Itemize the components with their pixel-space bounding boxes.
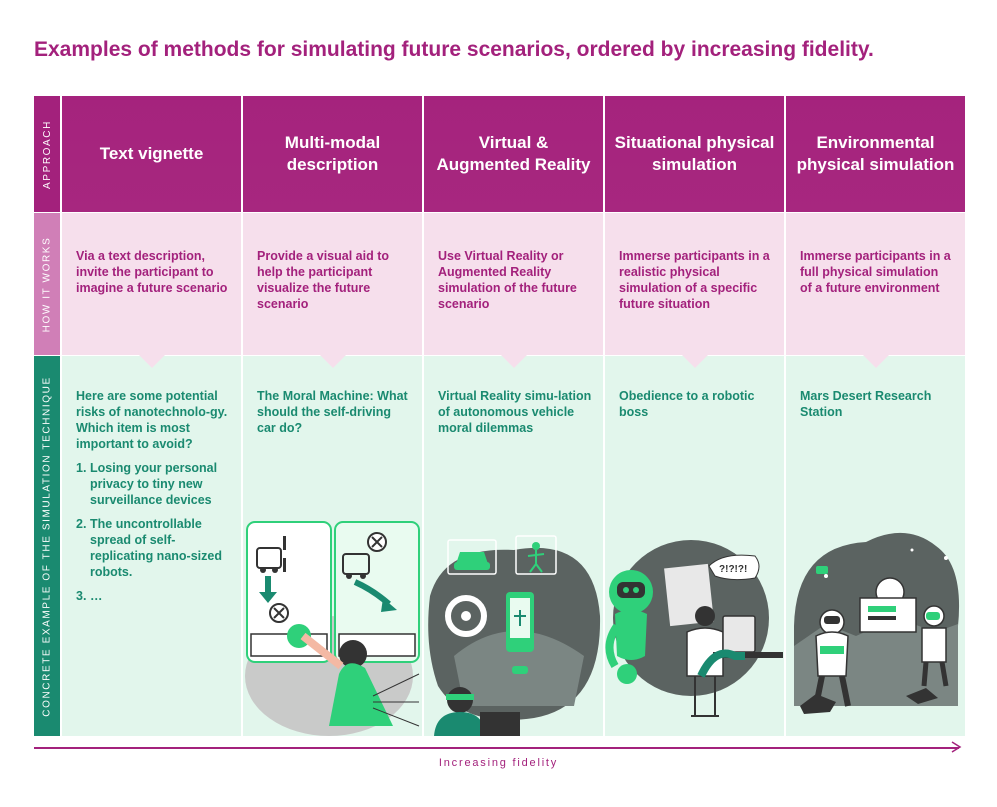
figure-title: Examples of methods for simulating futur… xyxy=(34,38,874,61)
row-label-how-text: HOW IT WORKS xyxy=(41,236,53,332)
how-cell-4: Immerse participants in a realistic phys… xyxy=(605,213,784,368)
robot-boss-illustration: ?!?!?! xyxy=(605,540,783,717)
moral-machine-illustration xyxy=(245,521,420,736)
risk-list: 1.Losing your personal privacy to tiny n… xyxy=(76,460,231,604)
approach-row: Text vignette Multi-modal description Vi… xyxy=(62,96,965,212)
row-label-example-text: CONCRETE EXAMPLE OF THE SIMULATION TECHN… xyxy=(41,375,53,717)
how-cell-1: Via a text description, invite the parti… xyxy=(62,213,241,368)
example-cell-1: Here are some potential risks of nanotec… xyxy=(62,356,241,736)
approach-cell-5: Environmental physical simulation xyxy=(786,96,965,212)
how-cell-3: Use Virtual Reality or Augmented Reality… xyxy=(424,213,603,368)
arrow-right-icon xyxy=(951,741,962,753)
fidelity-axis-label: Increasing fidelity xyxy=(438,757,559,769)
example-text-3: Virtual Reality simu-lation of autonomou… xyxy=(438,389,592,435)
approach-cell-4: Situational physical simulation xyxy=(605,96,784,212)
row-label-approach: APPROACH xyxy=(34,96,60,212)
approach-cell-3: Virtual & Augmented Reality xyxy=(424,96,603,212)
list-item: 3.… xyxy=(76,588,231,604)
how-cell-5: Immerse participants in a full physical … xyxy=(786,213,965,368)
list-item: 1.Losing your personal privacy to tiny n… xyxy=(76,460,231,508)
example-cell-4: Obedience to a robotic boss ?!?!?! xyxy=(605,356,784,736)
how-cell-2: Provide a visual aid to help the partici… xyxy=(243,213,422,368)
how-text-5: Immerse participants in a full physical … xyxy=(800,249,951,295)
example-text-5: Mars Desert Research Station xyxy=(800,389,932,419)
how-it-works-row: Via a text description, invite the parti… xyxy=(62,213,965,368)
example-text-2: The Moral Machine: What should the self-… xyxy=(257,389,408,435)
how-text-1: Via a text description, invite the parti… xyxy=(76,249,228,295)
example-cell-5: Mars Desert Research Station xyxy=(786,356,965,736)
list-item-number: 1. xyxy=(76,461,87,475)
list-item-text: … xyxy=(90,589,103,603)
list-item-number: 3. xyxy=(76,589,87,603)
example-row: Here are some potential risks of nanotec… xyxy=(62,356,965,736)
example-text-4: Obedience to a robotic boss xyxy=(619,389,755,419)
notch-arrow xyxy=(137,354,166,368)
approach-cell-2: Multi-modal description xyxy=(243,96,422,212)
example-cell-2: The Moral Machine: What should the self-… xyxy=(243,356,422,736)
notch-arrow xyxy=(861,354,890,368)
example-cell-3: Virtual Reality simu-lation of autonomou… xyxy=(424,356,603,736)
speech-bubble-text: ?!?!?! xyxy=(719,564,747,575)
how-text-4: Immerse participants in a realistic phys… xyxy=(619,249,770,311)
approach-cell-1: Text vignette xyxy=(62,96,241,212)
list-item-number: 2. xyxy=(76,517,87,531)
notch-arrow xyxy=(680,354,709,368)
example-text-1: Here are some potential risks of nanotec… xyxy=(76,389,228,451)
notch-arrow xyxy=(499,354,528,368)
fidelity-axis-line xyxy=(34,747,959,749)
how-text-2: Provide a visual aid to help the partici… xyxy=(257,249,389,311)
how-text-3: Use Virtual Reality or Augmented Reality… xyxy=(438,249,577,311)
list-item-text: Losing your personal privacy to tiny new… xyxy=(90,461,218,507)
row-label-example: CONCRETE EXAMPLE OF THE SIMULATION TECHN… xyxy=(34,356,60,736)
notch-arrow xyxy=(318,354,347,368)
mars-station-illustration xyxy=(794,532,960,714)
vr-car-illustration xyxy=(428,535,601,736)
row-label-approach-text: APPROACH xyxy=(41,119,53,189)
list-item-text: The uncontrollable spread of self-replic… xyxy=(90,517,222,579)
row-label-how-it-works: HOW IT WORKS xyxy=(34,213,60,355)
list-item: 2.The uncontrollable spread of self-repl… xyxy=(76,516,231,580)
